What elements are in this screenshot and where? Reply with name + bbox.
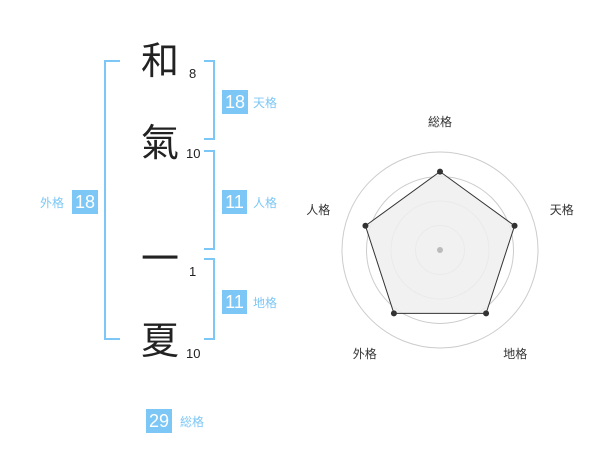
stroke-count-1: 8 bbox=[189, 66, 197, 81]
chikaku-value: 11 bbox=[222, 290, 247, 314]
soukaku-value: 29 bbox=[146, 409, 173, 433]
name-char-2: 氣 bbox=[140, 121, 179, 165]
jinkaku-label: 人格 bbox=[253, 196, 278, 210]
soukaku-label: 総格 bbox=[180, 415, 205, 429]
radar-axis-label-3: 地格 bbox=[503, 346, 528, 361]
jinkaku-value: 11 bbox=[222, 190, 247, 214]
radar-axis-label-4: 外格 bbox=[352, 346, 377, 361]
name-char-4: 夏 bbox=[140, 319, 179, 363]
radar-polygon bbox=[364, 170, 516, 314]
tenkaku-label: 天格 bbox=[253, 96, 278, 110]
chikaku-label: 地格 bbox=[253, 296, 278, 310]
radar-point-1 bbox=[437, 168, 443, 175]
stroke-count-3: 1 bbox=[189, 264, 197, 279]
stroke-count-2: 10 bbox=[186, 146, 201, 161]
radar-axis-label-5: 人格 bbox=[306, 203, 331, 218]
radar-axis-label-2: 天格 bbox=[549, 203, 574, 218]
radar-point-4 bbox=[390, 310, 397, 317]
radar-axis-label-1: 総格 bbox=[428, 115, 453, 129]
name-char-1: 和 bbox=[140, 39, 179, 83]
gaikaku-value: 18 bbox=[72, 190, 99, 214]
tenkaku-value: 18 bbox=[222, 90, 249, 114]
stroke-count-4: 10 bbox=[186, 346, 201, 361]
radar-ring bbox=[341, 151, 539, 349]
radar-point-5 bbox=[362, 222, 369, 229]
radar-center-dot bbox=[437, 247, 443, 253]
radar-point-2 bbox=[511, 222, 518, 229]
gaikaku-label: 外格 bbox=[40, 196, 65, 210]
radar-point-3 bbox=[483, 310, 490, 317]
name-char-3: 一 bbox=[140, 237, 179, 281]
